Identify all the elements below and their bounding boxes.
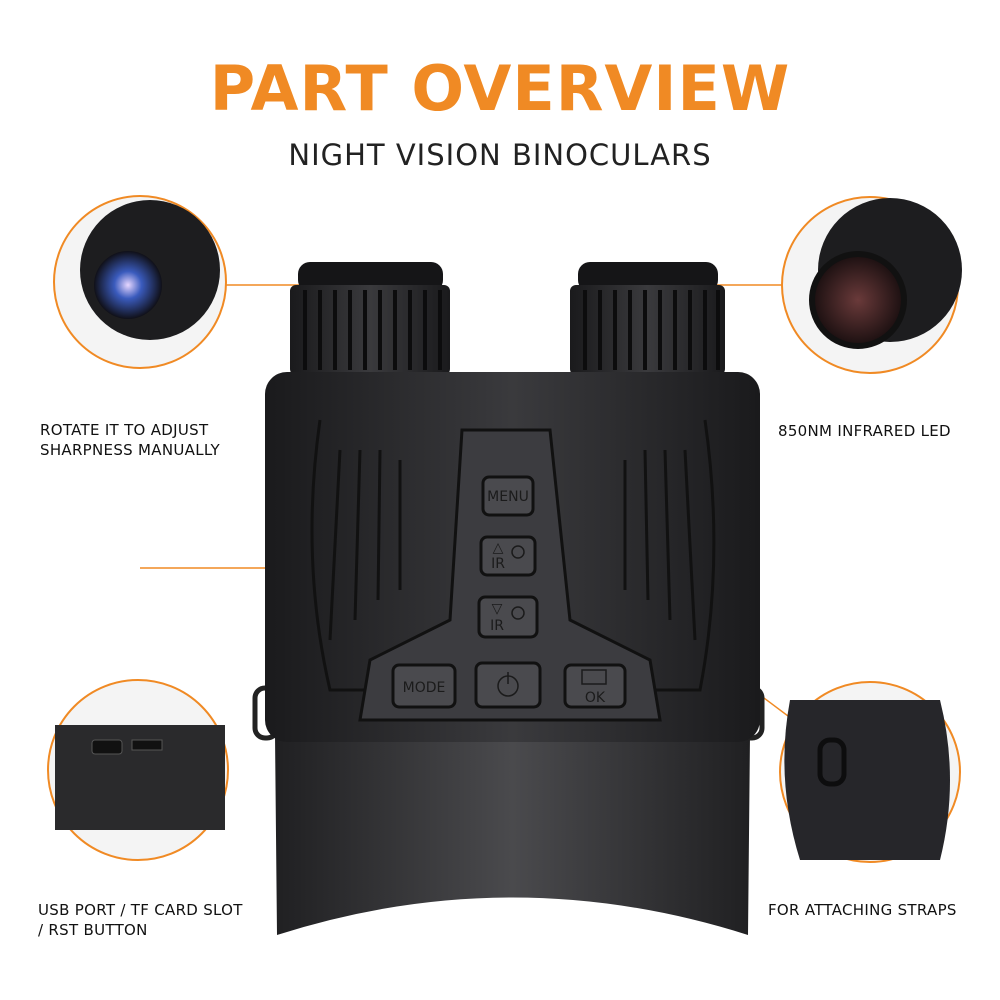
mode-button[interactable]: MODE	[391, 663, 457, 709]
ok-capture-button[interactable]: OK	[563, 663, 627, 709]
strap-detail-circle	[779, 681, 961, 863]
right-eyepiece	[570, 262, 725, 375]
magnifier-minus-icon	[511, 606, 525, 620]
power-button[interactable]	[474, 661, 542, 709]
infrared-led-label-line1: 850NM INFRARED LED	[778, 422, 951, 440]
focus-ring-label-line2: SHARPNESS MANUALLY	[40, 441, 220, 459]
svg-text:OK: OK	[585, 690, 606, 706]
svg-text:IR: IR	[491, 556, 505, 572]
ports-label-line2: / RST BUTTON	[38, 921, 148, 939]
camera-icon	[581, 669, 607, 685]
page-subtitle: NIGHT VISION BINOCULARS	[288, 138, 712, 172]
svg-text:MENU: MENU	[487, 489, 529, 505]
svg-text:IR: IR	[490, 618, 504, 634]
ports-label-line1: USB PORT / TF CARD SLOT	[38, 901, 243, 919]
zoom-in-ir-button[interactable]: IR △	[479, 535, 537, 577]
svg-text:△: △	[493, 540, 504, 556]
left-eyepiece	[290, 262, 450, 375]
svg-text:▽: ▽	[492, 601, 503, 617]
ports-label: USB PORT / TF CARD SLOT / RST BUTTON	[38, 900, 243, 940]
focus-ring-label-line1: ROTATE IT TO ADJUST	[40, 421, 209, 439]
strap-loop-icon	[817, 737, 847, 787]
ports-detail-circle	[47, 679, 229, 861]
page-title: PART OVERVIEW	[209, 52, 791, 125]
strap-label-line1: FOR ATTACHING STRAPS	[768, 901, 957, 919]
focus-ring-detail-circle	[53, 195, 227, 369]
zoom-out-ir-button[interactable]: IR ▽	[477, 595, 539, 639]
focus-ring-label: ROTATE IT TO ADJUST SHARPNESS MANUALLY	[40, 420, 220, 460]
svg-text:MODE: MODE	[403, 680, 446, 696]
magnifier-plus-icon	[511, 545, 525, 559]
infrared-led-label: 850NM INFRARED LED	[778, 421, 951, 441]
strap-label: FOR ATTACHING STRAPS	[768, 900, 957, 920]
binocular-base	[275, 735, 750, 935]
infrared-led-detail-circle	[781, 196, 962, 374]
menu-button[interactable]: MENU	[481, 475, 535, 517]
